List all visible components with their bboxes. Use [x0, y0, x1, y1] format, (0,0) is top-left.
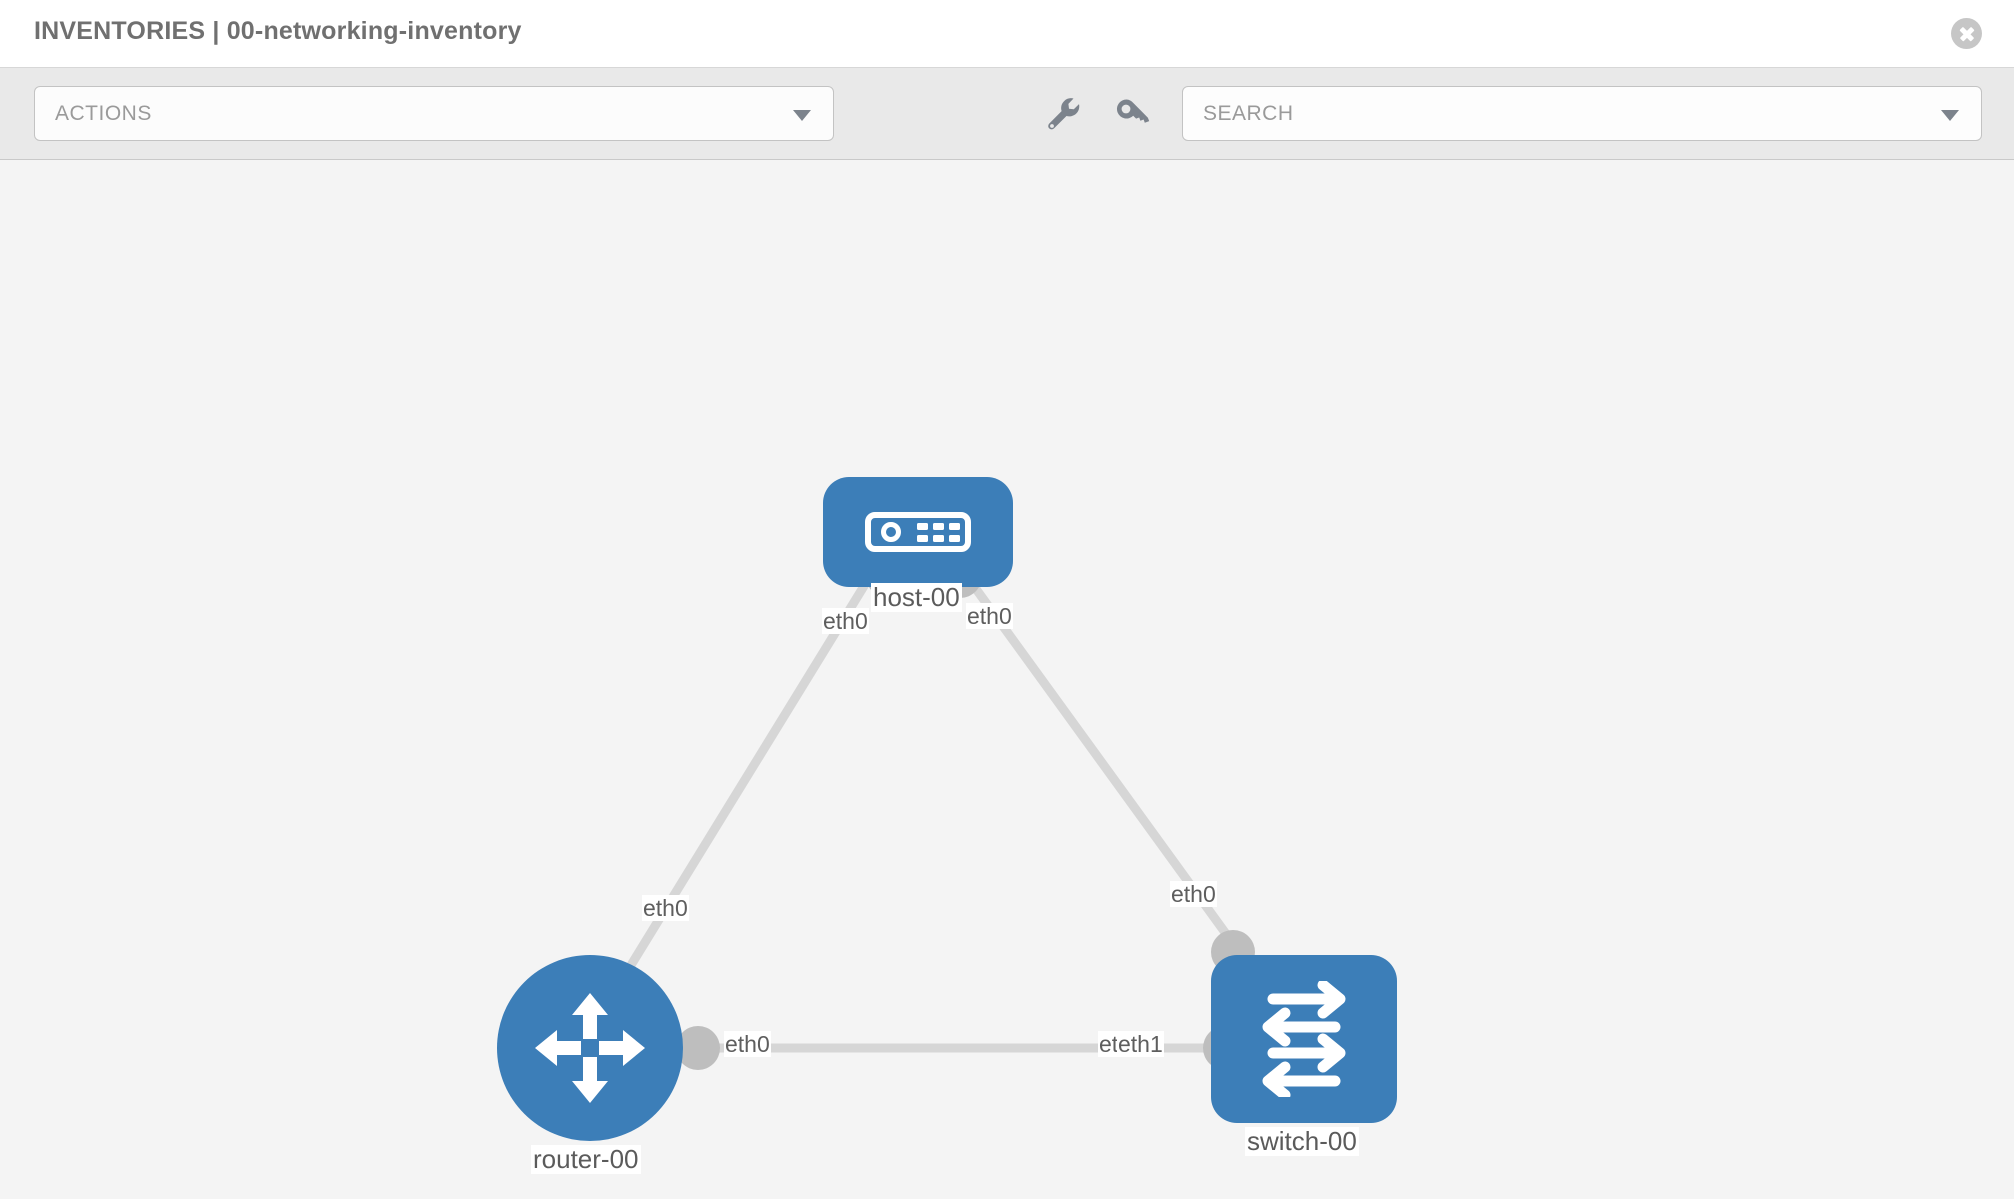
server-icon: [865, 512, 971, 552]
toolbar: ACTIONS SEARCH: [0, 68, 2014, 160]
iface-label-router-eth0-right: eth0: [724, 1031, 771, 1058]
topology-canvas[interactable]: host-00 router-00: [0, 160, 2014, 1199]
node-label-switch-00: switch-00: [1245, 1126, 1359, 1156]
actions-dropdown-label: ACTIONS: [55, 102, 152, 125]
key-icon[interactable]: [1108, 90, 1154, 136]
iface-label-router-eth0-top: eth0: [642, 895, 689, 922]
search-placeholder: SEARCH: [1203, 102, 1294, 125]
chevron-down-icon: [793, 109, 811, 121]
actions-dropdown[interactable]: ACTIONS: [34, 86, 834, 141]
chevron-down-icon[interactable]: [1941, 109, 1959, 121]
close-icon[interactable]: [1951, 18, 1982, 49]
router-icon: [535, 993, 645, 1103]
iface-label-switch-eth0-top: eth0: [1170, 881, 1217, 908]
search-input[interactable]: SEARCH: [1182, 86, 1982, 141]
endpoint-router-eth0[interactable]: [676, 1026, 720, 1070]
page-title: INVENTORIES | 00-networking-inventory: [34, 17, 522, 45]
node-label-host-00: host-00: [871, 582, 962, 612]
switch-icon: [1262, 981, 1346, 1097]
page-header: INVENTORIES | 00-networking-inventory: [0, 0, 2014, 68]
switch-node-shape[interactable]: [1211, 955, 1397, 1123]
iface-label-host-eth0-left: eth0: [822, 608, 869, 635]
topology-links: [624, 557, 1249, 1053]
iface-label-host-eth0-right: eth0: [966, 603, 1013, 630]
iface-label-switch-eth1: eth1: [1117, 1031, 1164, 1058]
wrench-icon[interactable]: [1040, 90, 1086, 136]
router-node-shape[interactable]: [497, 955, 683, 1141]
host-node-shape[interactable]: [823, 477, 1013, 587]
node-label-router-00: router-00: [531, 1144, 641, 1174]
